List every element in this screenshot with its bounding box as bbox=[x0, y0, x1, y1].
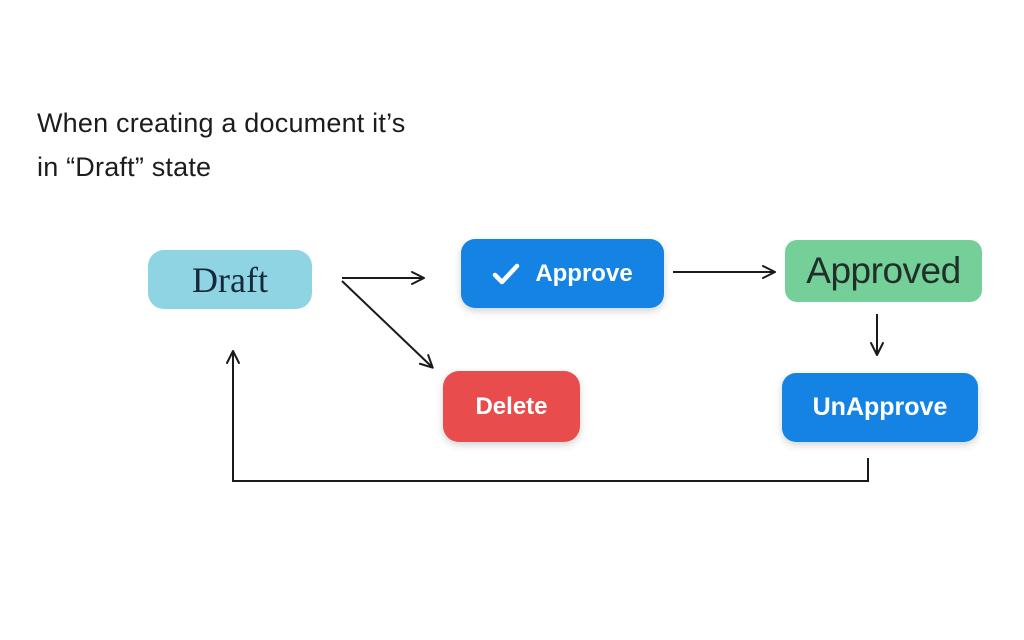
approve-button[interactable]: Approve bbox=[461, 239, 664, 308]
approve-button-label: Approve bbox=[535, 259, 633, 287]
unapprove-button-label: UnApprove bbox=[812, 393, 948, 421]
caption-line-2: in “Draft” state bbox=[37, 152, 212, 182]
state-draft: Draft bbox=[148, 250, 312, 309]
state-approved: Approved bbox=[785, 240, 982, 302]
state-approved-label: Approved bbox=[806, 250, 961, 291]
unapprove-button[interactable]: UnApprove bbox=[782, 373, 978, 442]
delete-button-label: Delete bbox=[475, 392, 548, 420]
caption-line-1: When creating a document it’s bbox=[37, 108, 406, 138]
diagram-caption: When creating a document it’s in “Draft”… bbox=[37, 101, 406, 189]
delete-button[interactable]: Delete bbox=[443, 371, 580, 442]
checkmark-icon bbox=[492, 263, 520, 285]
edge-draft-delete bbox=[341, 280, 434, 369]
state-draft-label: Draft bbox=[192, 259, 268, 300]
